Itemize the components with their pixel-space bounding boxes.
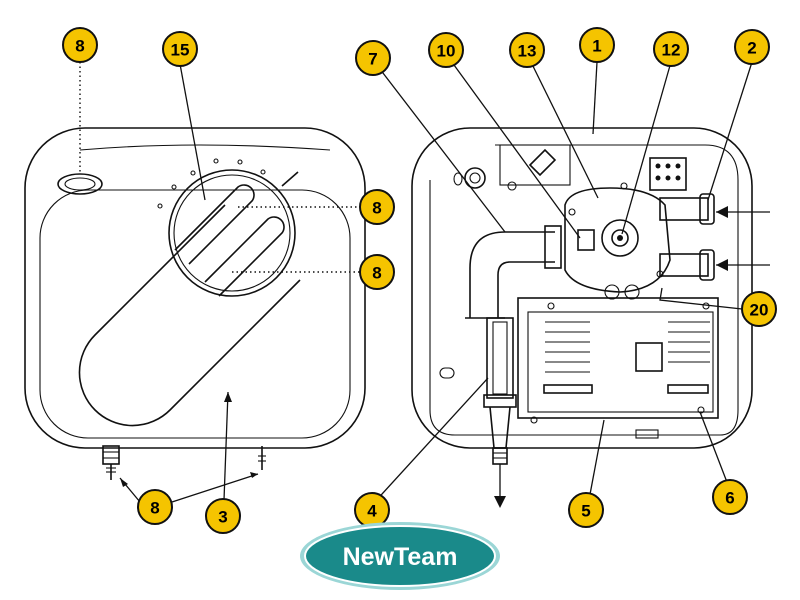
callout-i-1: 1 [579, 27, 615, 63]
leader-i-1 [592, 61, 598, 135]
callout-i-10: 10 [428, 32, 464, 68]
svg-text:8: 8 [372, 264, 381, 283]
svg-text:5: 5 [581, 502, 590, 521]
pcb-housing [517, 297, 719, 439]
svg-text:2: 2 [747, 39, 756, 58]
mount-hole-top [464, 167, 486, 189]
front-cover-inner-outline [39, 189, 351, 439]
callout-f-8-mid1: 8 [359, 189, 395, 225]
leader-i-6 [699, 411, 731, 491]
callout-i-2: 2 [734, 29, 770, 65]
front-inlet-fitting [102, 445, 120, 480]
backplate-outline [411, 127, 753, 449]
callout-i-5: 5 [568, 492, 604, 528]
valve-assembly [564, 182, 671, 300]
svg-text:8: 8 [150, 499, 159, 518]
dial-grip-lower [204, 216, 285, 297]
inlet-pipes [659, 193, 770, 281]
front-cover-view [24, 62, 366, 503]
arrowhead-f-8-b [250, 472, 258, 478]
svg-text:8: 8 [372, 199, 381, 218]
leader-f-15 [179, 63, 206, 201]
front-screw [258, 446, 266, 470]
leader-i-2 [707, 61, 753, 201]
svg-text:8: 8 [75, 37, 84, 56]
arrowhead-f-3 [224, 392, 232, 402]
indicator-oval [57, 173, 103, 195]
callout-f-8-mid2: 8 [359, 254, 395, 290]
newteam-logo: NewTeam [300, 522, 500, 590]
callout-f-8-bottom: 8 [137, 489, 173, 525]
dial-grip-upper [174, 184, 255, 265]
callout-i-13: 13 [509, 32, 545, 68]
svg-text:10: 10 [437, 42, 456, 61]
scale-dots [157, 158, 299, 209]
leader-i-4 [371, 377, 489, 506]
front-capsule-panel [78, 204, 301, 427]
logo-text: NewTeam [343, 543, 458, 571]
svg-text:13: 13 [518, 42, 537, 61]
svg-text:20: 20 [750, 301, 769, 320]
outlet-elbow-pipe [469, 231, 555, 318]
internal-view [371, 53, 770, 508]
mount-screw-top [507, 181, 517, 191]
front-cover-outline [24, 127, 366, 449]
svg-text:4: 4 [367, 502, 377, 521]
callout-i-12: 12 [653, 31, 689, 67]
svg-text:3: 3 [218, 508, 227, 527]
callout-f-8-top: 8 [62, 27, 98, 63]
leader-i-5 [587, 419, 605, 506]
indicator-oval-inner [64, 177, 96, 191]
leader-f-8-bottom-b [171, 473, 259, 503]
svg-text:12: 12 [662, 41, 681, 60]
leader-f-3 [223, 391, 229, 501]
callout-i-6: 6 [712, 479, 748, 515]
leader-i-7 [372, 59, 506, 233]
elbow-collar [544, 225, 562, 269]
arrowhead-f-8-a [120, 478, 128, 487]
leader-i-13 [526, 53, 599, 199]
svg-text:1: 1 [592, 37, 601, 56]
svg-text:7: 7 [368, 50, 377, 69]
callout-f-15: 15 [162, 31, 198, 67]
leader-i-12 [621, 61, 672, 235]
callout-i-20: 20 [741, 291, 777, 327]
temperature-dial-rim [173, 174, 291, 292]
backplate-inner-outline [429, 144, 739, 436]
mount-slot-bottom [439, 367, 455, 379]
callout-i-4: 4 [354, 492, 390, 528]
heater-tube [483, 317, 517, 508]
front-top-curve [79, 144, 331, 151]
callout-f-3: 3 [205, 498, 241, 534]
leader-i-10 [445, 53, 581, 239]
temperature-dial [168, 169, 296, 297]
bracket-screw [528, 148, 557, 177]
svg-text:6: 6 [725, 489, 734, 508]
terminal-block [649, 157, 687, 191]
leader-i-20 [659, 287, 743, 310]
top-bracket [499, 144, 571, 186]
svg-text:15: 15 [171, 41, 190, 60]
callout-i-7: 7 [355, 40, 391, 76]
